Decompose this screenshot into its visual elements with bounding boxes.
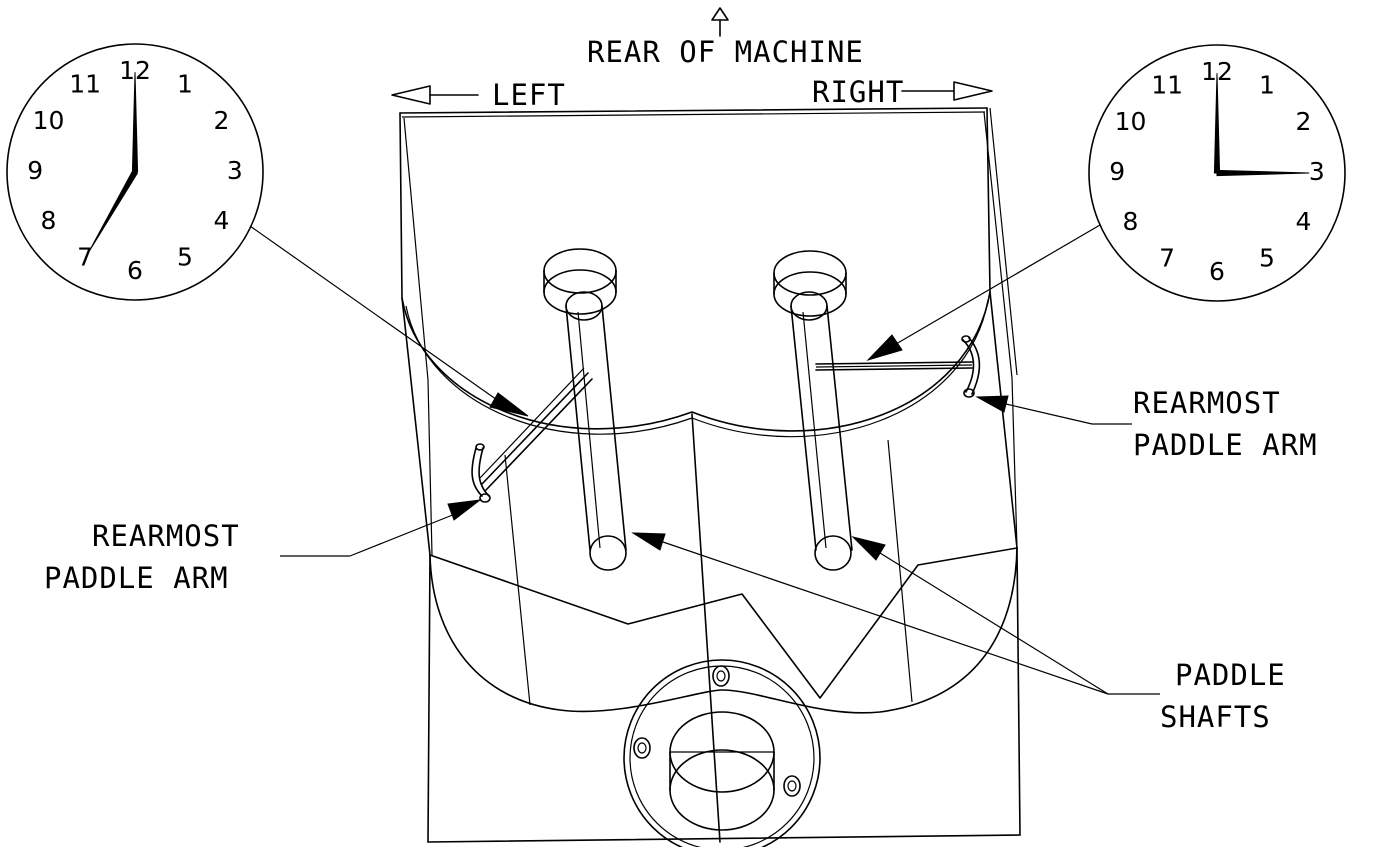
left-clock-numeral: 7: [77, 243, 93, 272]
right-clock-numeral: 9: [1109, 157, 1125, 186]
left-clock-numeral: 1: [177, 70, 193, 99]
rearmost-left-label-line2: PADDLE ARM: [44, 561, 229, 595]
left-clock-hands: [88, 72, 139, 253]
right-rearmost-paddle-arm: [815, 335, 981, 398]
rearmost-left-label-line1: REARMOST: [92, 519, 240, 553]
left-clock-minute-hand: [131, 72, 139, 173]
right-clock-minute-hand: [1213, 73, 1221, 174]
right-clock-hands: [1213, 73, 1310, 177]
left-clock-numeral: 10: [33, 106, 65, 135]
right-clock-leader: [866, 224, 1101, 362]
left-clock-numeral: 9: [27, 156, 43, 185]
paddle-shafts-label-line2: SHAFTS: [1160, 700, 1271, 734]
rearmost-left-leader: [280, 499, 482, 557]
left-clock-numeral: 6: [127, 256, 143, 285]
left-clock-numeral: 8: [41, 206, 57, 235]
left-clock-face: [6, 43, 264, 301]
outlet-bolt-top: [712, 665, 730, 687]
left-label: LEFT: [492, 78, 566, 112]
rear-of-machine-label: REAR OF MACHINE: [587, 35, 864, 69]
right-label: RIGHT: [812, 75, 904, 109]
right-clock-numeral: 3: [1309, 157, 1325, 186]
left-clock-numeral: 11: [69, 70, 101, 99]
rear-direction-arrow: [711, 7, 729, 37]
paddle-shafts-leader: [631, 532, 1160, 695]
right-direction-arrow: [901, 81, 993, 101]
right-clock-numeral: 6: [1209, 257, 1225, 286]
right-clock-numeral: 1: [1259, 71, 1275, 100]
rearmost-right-label-line1: REARMOST: [1133, 386, 1281, 420]
right-clock-numeral: 11: [1151, 71, 1183, 100]
right-clock-numeral: 2: [1296, 107, 1312, 136]
rearmost-right-label-line2: PADDLE ARM: [1133, 428, 1318, 462]
left-clock-numeral: 2: [214, 106, 230, 135]
right-clock-face: [1088, 44, 1346, 302]
right-clock-hour-hand: [1216, 169, 1310, 177]
left-rearmost-paddle-arm: [471, 367, 593, 503]
right-clock-numeral: 5: [1259, 244, 1275, 273]
left-paddle-shaft: [543, 248, 627, 571]
left-clock-leader: [249, 225, 529, 417]
right-clock-numeral: 4: [1296, 207, 1312, 236]
left-clock-numeral: 4: [214, 206, 230, 235]
left-clock-hour-hand: [88, 170, 138, 253]
paddle-shafts-label-line1: PADDLE: [1175, 658, 1286, 692]
right-paddle-shaft: [773, 250, 853, 571]
rearmost-right-leader: [975, 395, 1132, 425]
right-clock-numeral: 10: [1115, 107, 1147, 136]
left-direction-arrow: [391, 85, 479, 105]
left-clock-numeral: 5: [177, 243, 193, 272]
left-clock-numeral: 3: [227, 156, 243, 185]
outlet-bolt-left: [633, 737, 651, 759]
discharge-outlet: [623, 659, 821, 847]
right-clock-numeral: 7: [1159, 244, 1175, 273]
right-clock-numeral: 8: [1123, 207, 1139, 236]
hopper-body: [399, 107, 1021, 843]
outlet-bolt-right: [783, 775, 801, 797]
